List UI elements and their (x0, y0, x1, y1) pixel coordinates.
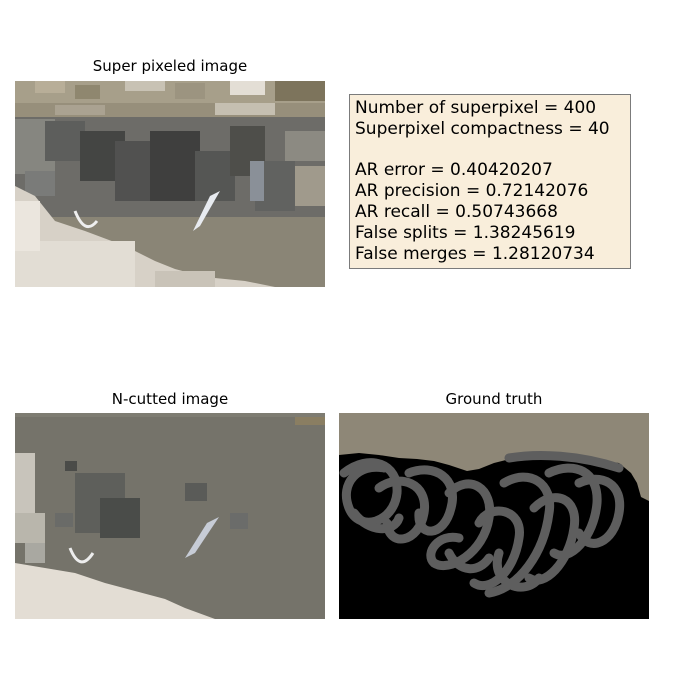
ground-truth-mask (339, 413, 649, 619)
superpixel-count-text: Number of superpixel = 400 (355, 98, 597, 118)
superpixel-title: Super pixeled image (92, 57, 248, 75)
ar-recall-text: AR recall = 0.50743668 (355, 201, 558, 222)
compactness-text: Superpixel compactness = 40 (355, 118, 610, 139)
superpixel-mosaic (15, 81, 325, 287)
ground-truth-image (339, 413, 649, 619)
ncut-segmentation (15, 413, 325, 619)
metrics-box: Number of superpixel = 400 Superpixel co… (349, 94, 631, 269)
ncut-title: N-cutted image (111, 390, 229, 408)
ncut-image (15, 413, 325, 619)
ground-truth-title: Ground truth (445, 390, 543, 408)
false-merges-text: False merges = 1.28120734 (355, 243, 595, 264)
ar-precision-text: AR precision = 0.72142076 (355, 181, 589, 202)
false-splits-text: False splits = 1.38245619 (355, 222, 576, 243)
metrics-spacer (355, 140, 630, 161)
superpixel-image (15, 81, 325, 287)
ar-error-text: AR error = 0.40420207 (355, 160, 553, 181)
